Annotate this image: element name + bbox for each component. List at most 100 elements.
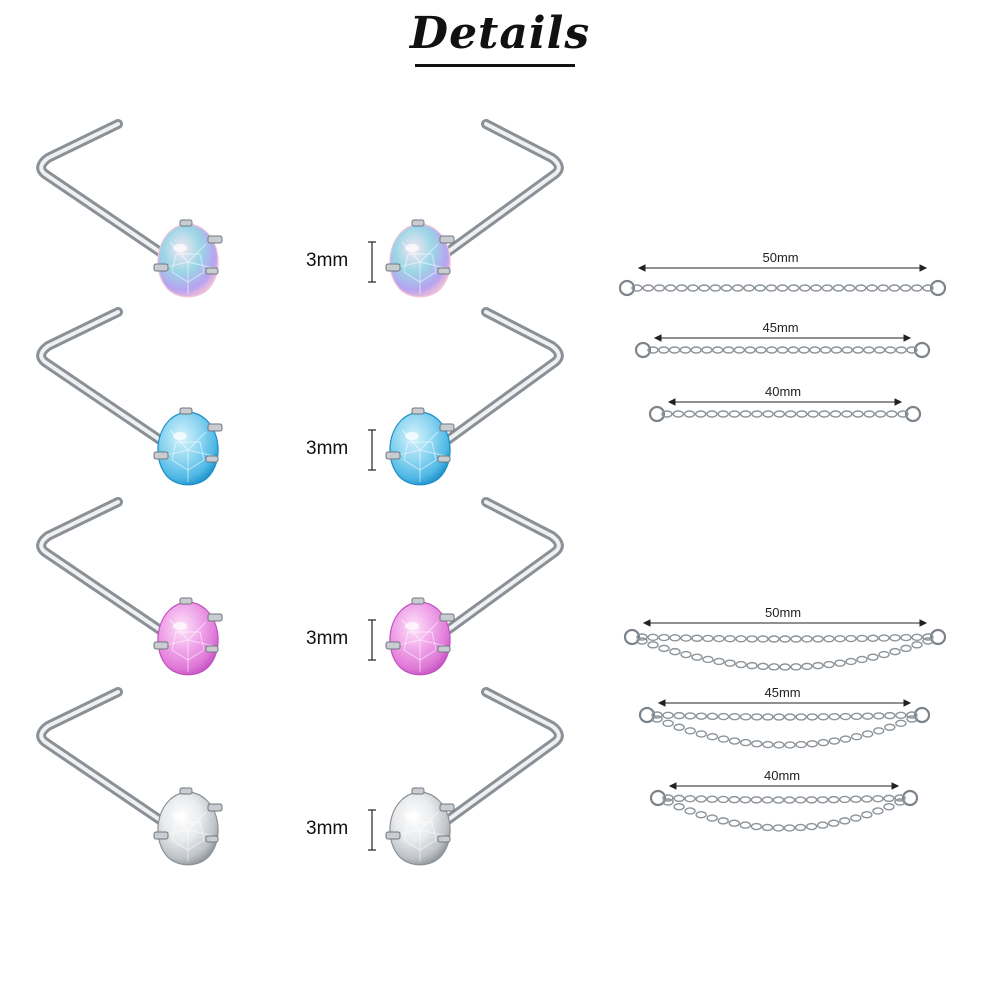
chain-link	[761, 823, 774, 832]
chain-link	[872, 794, 884, 803]
chain-link	[906, 346, 918, 354]
gem-prongs	[153, 219, 223, 275]
size-label: 3mm	[306, 628, 349, 649]
chain-link	[784, 713, 796, 721]
chain-link	[669, 647, 681, 656]
chain-length-label: 50mm	[765, 605, 802, 620]
size-label: 3mm	[306, 250, 349, 271]
stud-wire	[36, 307, 168, 447]
chain-link	[911, 633, 923, 641]
gem-facets	[393, 241, 447, 294]
chain-link	[884, 346, 897, 354]
chain-link	[713, 657, 725, 666]
chain-link	[702, 634, 714, 643]
chain-link	[784, 741, 796, 749]
chain-link	[796, 410, 808, 418]
chain-link	[684, 794, 696, 803]
nose-stud-left-aurora	[36, 119, 223, 298]
chain-link	[798, 346, 810, 354]
jump-ring	[638, 706, 656, 724]
chain-link	[801, 662, 813, 671]
nose-stud-right-pink	[385, 497, 564, 676]
chain-link	[852, 410, 864, 418]
chain-link	[636, 633, 648, 641]
page-title: Details	[409, 8, 591, 59]
chain-link	[713, 634, 725, 643]
stud-wire	[440, 497, 564, 637]
chain-link	[709, 284, 722, 292]
chain-link	[717, 795, 729, 804]
chain-link	[886, 410, 898, 418]
length-dimension-arrow	[637, 264, 928, 272]
jump-ring	[929, 628, 947, 646]
chain-link	[687, 284, 699, 292]
gem-stone	[389, 791, 451, 866]
chain-link	[662, 719, 674, 728]
chain-link	[772, 824, 785, 832]
chain-link	[744, 346, 756, 354]
size-label: 3mm	[306, 438, 349, 459]
chain-link	[823, 635, 835, 643]
chain-link	[790, 663, 802, 671]
chain-link	[816, 796, 829, 804]
chain-link	[722, 346, 735, 354]
chain-link	[812, 635, 824, 643]
gem-facets	[393, 619, 447, 672]
chain-link	[673, 803, 685, 811]
chain-link	[739, 796, 752, 804]
chain-link	[684, 712, 696, 720]
chain-link	[695, 811, 707, 819]
nose-stud-left-aqua	[36, 307, 223, 486]
chain-link	[680, 634, 692, 642]
chain-link	[754, 284, 766, 292]
title-underline	[415, 64, 575, 67]
chain-link	[850, 814, 862, 822]
chain-link	[683, 410, 696, 418]
chain-link	[739, 821, 752, 829]
chain-link	[717, 735, 730, 743]
chain-link	[662, 794, 674, 802]
chain-link	[889, 634, 901, 642]
chain-link	[664, 284, 677, 292]
double-chain-45mm	[638, 699, 931, 749]
chain-link	[794, 823, 807, 832]
length-dimension-arrow	[642, 619, 928, 627]
chain-link	[817, 738, 830, 747]
chain-link	[768, 663, 780, 671]
chain-link	[698, 284, 710, 292]
chain-link	[724, 635, 736, 643]
chain-link	[873, 727, 885, 735]
chain-length-label: 45mm	[762, 320, 799, 335]
size-indicator-arrow	[368, 241, 376, 283]
nose-stud-right-aurora	[385, 119, 564, 298]
chain-link	[701, 346, 713, 354]
length-dimension-arrow	[667, 398, 903, 406]
gem-prongs	[385, 407, 455, 463]
gem-prongs	[153, 787, 223, 843]
chain-link	[765, 284, 778, 292]
chain-link	[690, 346, 702, 354]
chain-link	[873, 712, 885, 720]
chain-link	[684, 727, 696, 735]
chain-link	[856, 655, 868, 664]
chain-link	[751, 713, 763, 721]
chain-link	[673, 794, 685, 803]
chain-link	[852, 346, 864, 354]
chain-link	[877, 284, 889, 292]
nose-stud-right-clear	[385, 687, 564, 866]
gem-prongs	[153, 597, 223, 653]
chain-link	[783, 796, 796, 804]
gem-stone	[389, 411, 451, 486]
chain-link	[651, 715, 663, 723]
chain-link	[669, 634, 681, 642]
chain-link	[839, 795, 851, 804]
chain-link	[866, 284, 878, 292]
chain-link	[751, 740, 763, 748]
chain-link	[768, 635, 780, 643]
chain-link	[867, 634, 879, 642]
chain-link	[783, 824, 796, 832]
chain-link	[850, 732, 863, 741]
chain-link	[779, 663, 791, 671]
gem-prongs	[385, 787, 455, 843]
chain-link	[658, 644, 670, 653]
